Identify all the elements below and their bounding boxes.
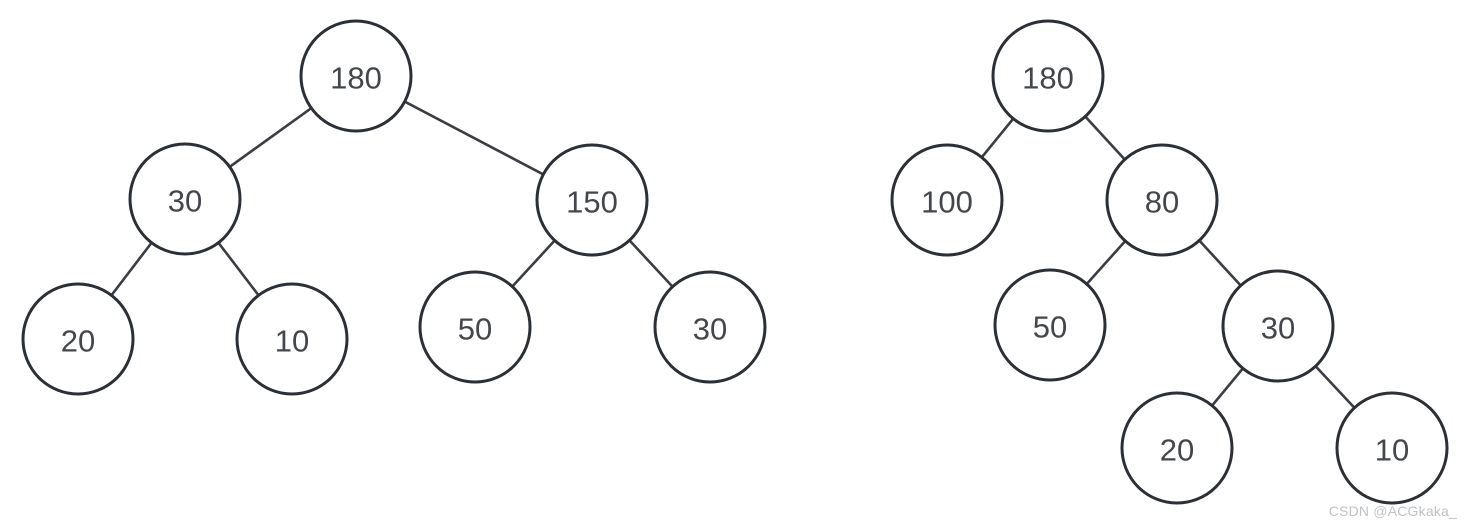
tree-node-label: 30 [168,184,202,219]
tree-node-label: 20 [1160,433,1194,468]
tree-node [235,282,349,396]
tree-node-label: 180 [330,61,382,96]
tree-node-label: 10 [275,324,309,359]
tree-node-label: 150 [566,185,618,220]
tree-node [993,268,1107,382]
tree-node-label: 100 [921,185,973,220]
left-tree: 180 30 150 20 10 50 30 [21,19,767,396]
tree-node [991,19,1105,133]
tree-node [653,270,767,384]
tree-node-label: 80 [1145,185,1179,220]
tree-node-label: 50 [1033,310,1067,345]
tree-node-label: 180 [1022,61,1074,96]
tree-node [1105,143,1219,257]
tree-node-label: 30 [693,312,727,347]
tree-node [1120,391,1234,505]
tree-node-label: 50 [458,312,492,347]
tree-node-label: 20 [61,324,95,359]
tree-node [1335,391,1449,505]
tree-node [535,143,649,257]
tree-node [21,282,135,396]
tree-node-label: 30 [1261,311,1295,346]
tree-node-label: 10 [1375,433,1409,468]
tree-node [890,143,1004,257]
right-tree: 180 100 80 50 30 20 10 [890,19,1449,505]
tree-node [128,142,242,256]
tree-node [299,19,413,133]
watermark-text: CSDN @ACGkaka_ [1328,503,1457,519]
tree-node [1221,269,1335,383]
tree-node [418,270,532,384]
